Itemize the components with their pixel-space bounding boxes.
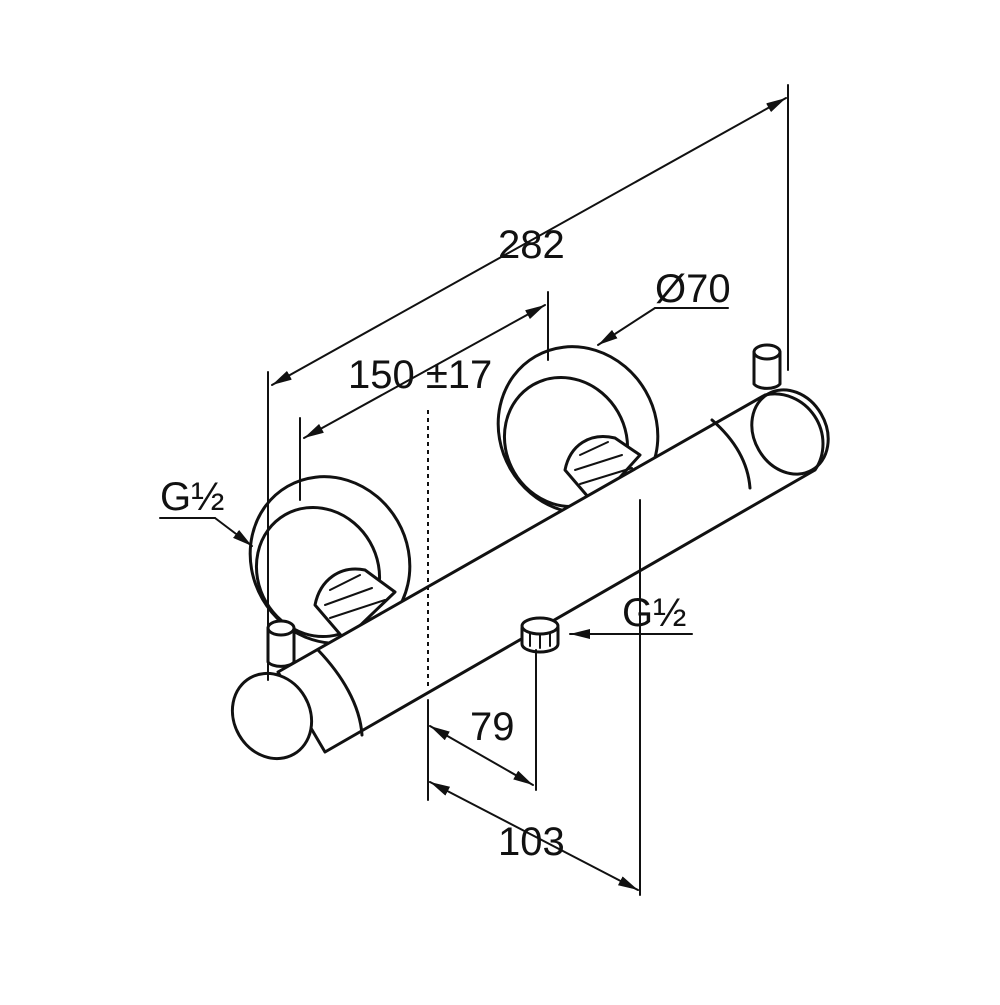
dimension-150-label: 150 ±17 [348, 353, 492, 397]
dimension-diameter-label: Ø70 [655, 267, 731, 311]
dimension-103-line [429, 781, 639, 891]
left-wall-rosette [248, 475, 412, 645]
left-pin [266, 619, 296, 668]
dimension-150-line [303, 304, 546, 439]
dimension-79-line [429, 725, 534, 786]
outlet-thread-label: G½ [622, 591, 686, 635]
dimension-103-label: 103 [498, 820, 565, 864]
diameter-leader [597, 307, 656, 346]
bottom-outlet [520, 616, 560, 654]
inlet-thread-label: G½ [160, 475, 224, 519]
dimension-79-label: 79 [470, 705, 515, 749]
right-pin [752, 343, 782, 390]
thermostat-body [230, 388, 830, 761]
inlet-leader [214, 517, 253, 547]
dimension-282-label: 282 [498, 223, 565, 267]
